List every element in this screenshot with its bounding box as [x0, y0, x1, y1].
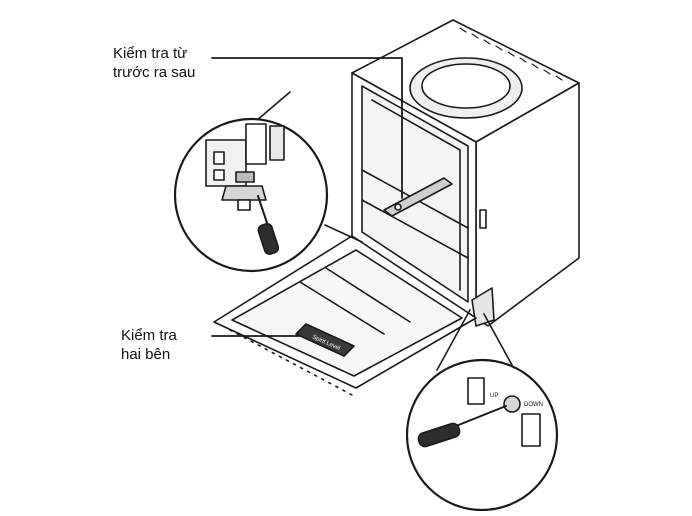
callout-side-to-side-line1: Kiểm tra — [121, 327, 177, 344]
top-vents — [459, 27, 563, 81]
side-bracket — [479, 209, 487, 229]
zoom-circle-leg — [173, 91, 363, 273]
callout-side-to-side: Kiểm tra hai bên — [121, 326, 177, 364]
rail-right — [361, 199, 469, 259]
leader-front-back — [211, 57, 403, 199]
screwdriver-left — [257, 195, 280, 255]
dishwasher-body — [351, 19, 580, 327]
door-ridge-1 — [299, 281, 385, 335]
callout-side-to-side-line2: hai bên — [121, 346, 171, 363]
door-ridge-2 — [325, 267, 411, 323]
open-door: Spirit Level — [213, 235, 477, 397]
callout-front-to-back-line2: trước ra sau — [113, 64, 196, 81]
top-round-cover-inner — [421, 63, 511, 109]
spirit-level-bubble-top — [394, 203, 402, 211]
spirit-level-side: Spirit Level — [295, 323, 355, 357]
leg-detail — [205, 123, 285, 211]
adjuster-up-label: UP — [490, 393, 498, 399]
zoom-circle-adjuster: UP DOWN — [405, 309, 559, 512]
adjuster-down-label: DOWN — [524, 402, 543, 408]
door-edge-dots — [229, 329, 355, 397]
screwdriver-right — [417, 405, 507, 448]
callout-front-to-back-line1: Kiểm tra từ — [113, 45, 188, 62]
door-inner-panel — [231, 249, 463, 377]
callout-front-to-back: Kiểm tra từ trước ra sau — [113, 44, 195, 82]
